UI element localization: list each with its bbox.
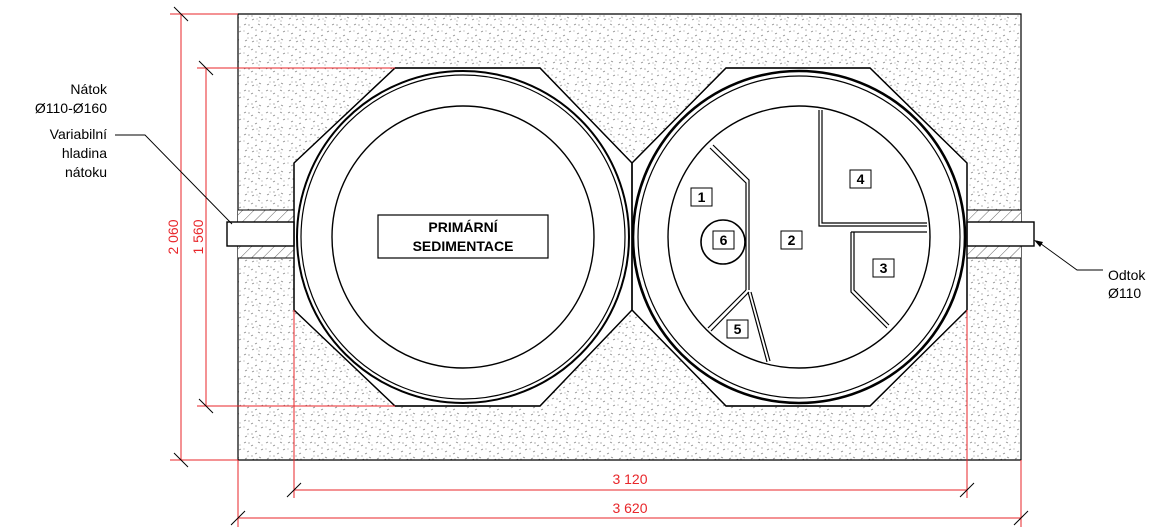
inlet-annotation: Nátok Ø110-Ø160 Variabilní hladina nátok… <box>35 81 108 180</box>
dimension-lines <box>170 6 1029 527</box>
tank-biological-chambers: 1 2 3 4 5 6 <box>631 67 968 407</box>
chamber-3-label: 3 <box>880 260 888 276</box>
primary-sedimentation-label-box <box>377 214 549 259</box>
outlet-leader-arrow <box>1034 240 1043 247</box>
dimension-total-height: 2 060 <box>165 219 181 254</box>
chamber-2-box <box>780 230 803 250</box>
chamber-1-box <box>690 187 713 207</box>
outlet-label-line-2: Ø110 <box>1108 285 1141 301</box>
dimension-total-width: 3 620 <box>612 500 647 516</box>
chamber-6-box <box>712 230 735 250</box>
outlet-pipe <box>966 209 1035 259</box>
inlet-pipe <box>226 209 295 259</box>
tank-label-line-1: PRIMÁRNÍ <box>428 219 498 235</box>
chamber-1-label: 1 <box>698 189 706 205</box>
inlet-label-line-3: Variabilní <box>50 126 107 142</box>
dimension-inner-height: 1 560 <box>190 219 206 254</box>
chamber-4-label: 4 <box>857 171 865 187</box>
outlet-label-line-1: Odtok <box>1108 267 1146 283</box>
chamber-3-box <box>872 258 895 278</box>
dimension-inner-width: 3 120 <box>612 471 647 487</box>
inlet-label-line-5: nátoku <box>65 164 107 180</box>
tank-label-line-2: SEDIMENTACE <box>413 238 514 254</box>
right-tank-inner-ring <box>667 105 931 369</box>
inlet-label-line-2: Ø110-Ø160 <box>35 100 107 116</box>
inlet-label-line-4: hladina <box>62 145 107 161</box>
chamber-partitions <box>707 110 927 363</box>
chamber-6-circle <box>700 219 746 265</box>
chamber-5-box <box>726 319 749 339</box>
chamber-5-label: 5 <box>734 321 742 337</box>
tank-primary-sedimentation: PRIMÁRNÍ SEDIMENTACE <box>293 67 633 407</box>
left-tank-outer-ring <box>296 70 630 404</box>
inlet-label-line-1: Nátok <box>70 81 108 97</box>
chamber-2-label: 2 <box>788 232 796 248</box>
leader-lines <box>115 134 1103 271</box>
outlet-annotation: Odtok Ø110 <box>1108 267 1146 301</box>
chamber-6-label: 6 <box>720 232 728 248</box>
chamber-4-box <box>849 169 872 189</box>
right-tank-outer-ring <box>631 69 967 405</box>
left-tank-inner-ring <box>331 105 595 369</box>
right-octagon-outline <box>631 67 968 407</box>
left-octagon-outline <box>293 67 633 407</box>
